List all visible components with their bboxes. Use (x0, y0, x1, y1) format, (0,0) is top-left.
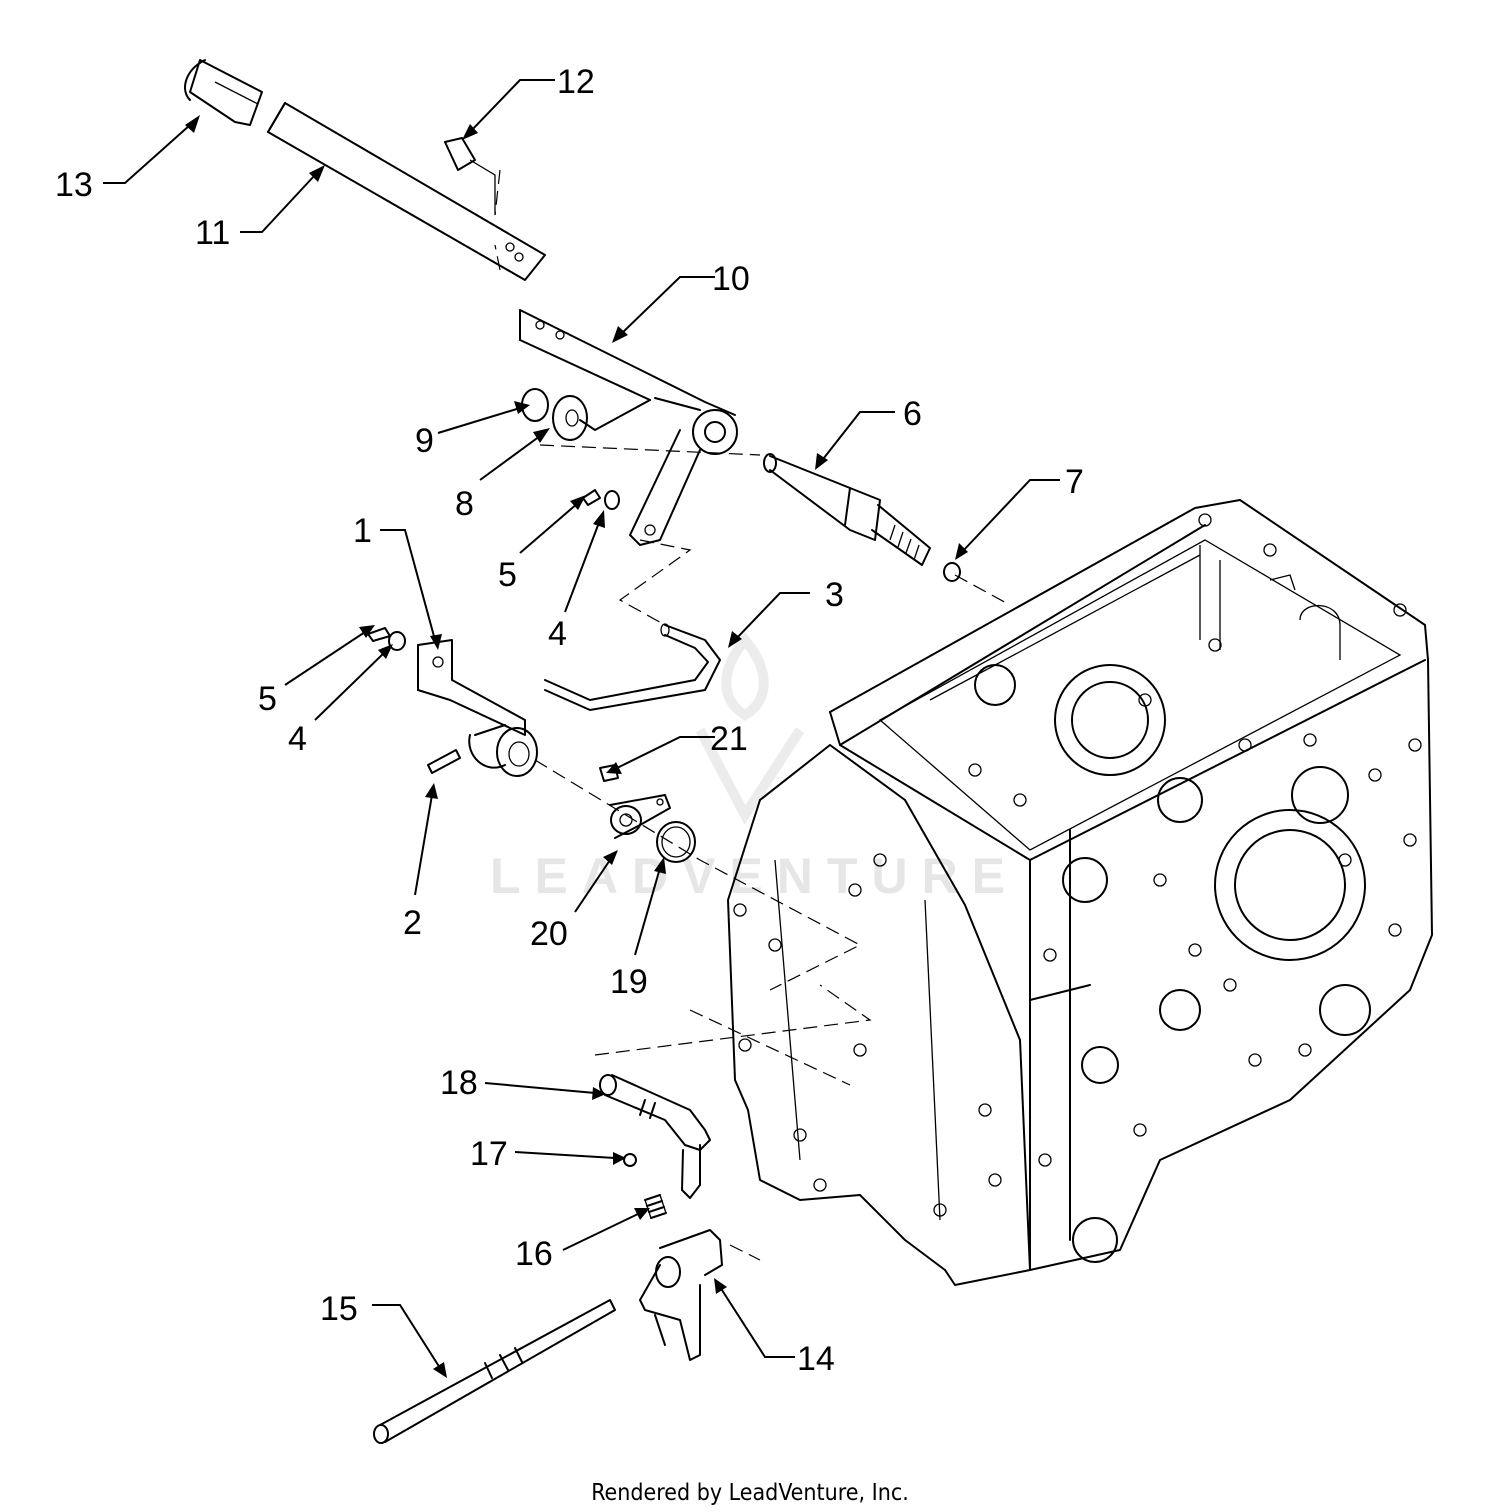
callout-11: 11 (195, 214, 230, 252)
callout-4-upper: 4 (548, 615, 567, 653)
callout-3: 3 (825, 576, 844, 614)
callout-labels: 13 11 12 10 9 8 6 7 5 4 1 3 5 4 21 2 20 … (55, 63, 1084, 1378)
callout-12: 12 (557, 63, 595, 101)
callout-17: 17 (470, 1135, 508, 1173)
callout-15: 15 (320, 1290, 358, 1328)
part-19-o-ring (656, 821, 696, 863)
part-21-bolt (599, 764, 619, 782)
part-15-shift-rail (373, 1299, 616, 1444)
part-2-roll-pin (427, 749, 461, 774)
callout-5-upper: 5 (498, 556, 517, 594)
part-17-ball (623, 1153, 637, 1167)
callout-8: 8 (455, 485, 474, 523)
part-6-pivot-shaft (763, 453, 931, 566)
callout-14: 14 (797, 1340, 835, 1378)
callout-7: 7 (1065, 463, 1084, 501)
callout-16: 16 (515, 1235, 553, 1273)
part-1-shift-arm (417, 639, 538, 777)
callout-21: 21 (710, 720, 748, 758)
callout-9: 9 (415, 422, 434, 460)
part-10-lever-bracket (519, 309, 738, 546)
part-3-link-rod (544, 623, 721, 711)
callout-4-lower: 4 (288, 720, 307, 758)
callout-19: 19 (610, 963, 648, 1001)
callout-10: 10 (712, 260, 750, 298)
part-12-switch (444, 137, 496, 215)
callout-18: 18 (440, 1064, 478, 1102)
watermark: LEADVENTURE (490, 632, 1019, 904)
part-18-shift-shaft (599, 1074, 711, 1199)
callout-5-lower: 5 (258, 680, 277, 718)
part-20-plate (609, 794, 671, 839)
callout-1: 1 (353, 512, 372, 550)
part-11-lever-tube (267, 102, 546, 281)
part-16-spring (644, 1194, 667, 1219)
callout-20: 20 (530, 915, 568, 953)
watermark-logo (695, 632, 805, 825)
footer-credit: Rendered by LeadVenture, Inc. (591, 1480, 909, 1506)
part-14-shift-fork (639, 1229, 723, 1361)
part-4-washers (388, 490, 620, 651)
callout-13: 13 (55, 166, 93, 204)
part-8-washer (552, 395, 588, 441)
part-7-clip (943, 562, 961, 582)
leader-lines (103, 79, 1060, 1378)
callout-2: 2 (403, 904, 422, 942)
callout-6: 6 (903, 395, 922, 433)
transmission-housing (727, 499, 1433, 1286)
part-13-knob (184, 59, 263, 126)
watermark-text: LEADVENTURE (490, 848, 1019, 904)
